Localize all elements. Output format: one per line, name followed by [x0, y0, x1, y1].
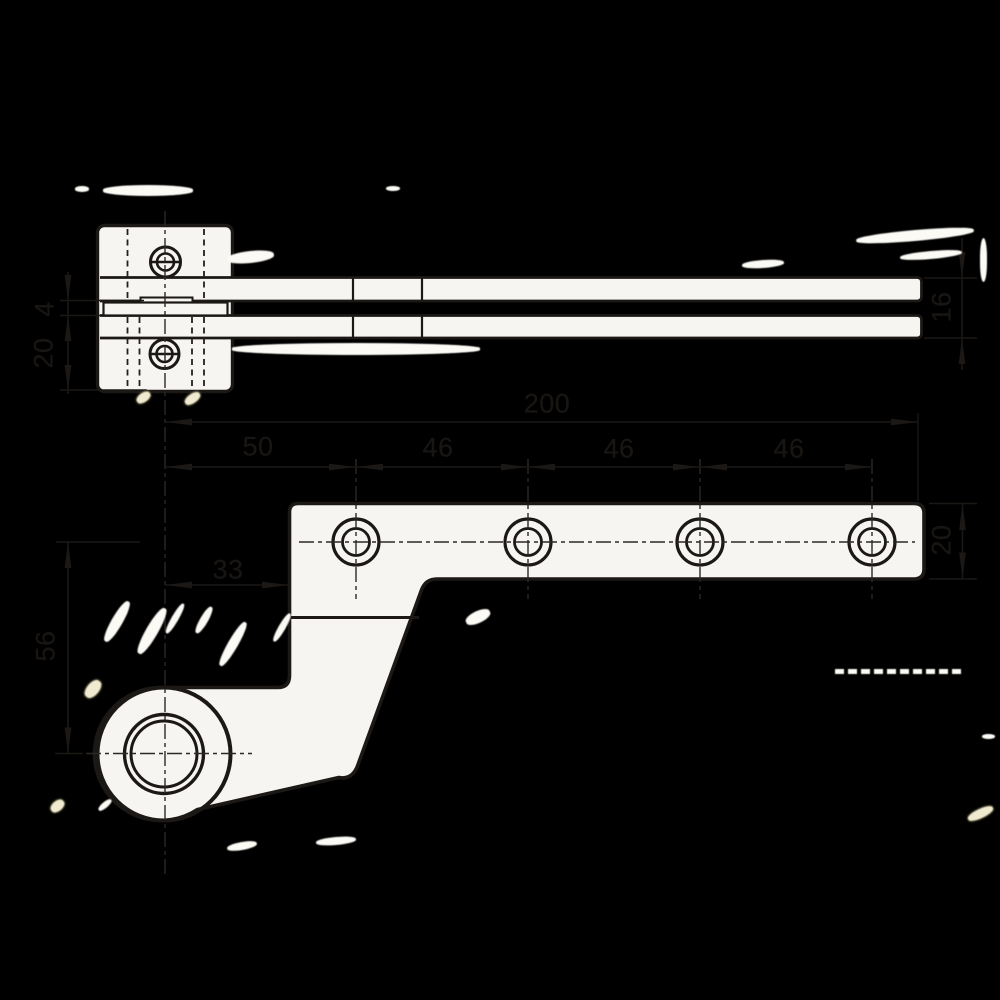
centerlines: [86, 211, 915, 876]
photo-artifact-streak: [232, 343, 480, 355]
dim-label-56: 56: [30, 630, 61, 662]
photo-artifact-streak: [835, 669, 963, 674]
upper-leaf-bar: [100, 276, 923, 303]
photo-artifact-streak: [982, 734, 995, 739]
hidden-slot-lines: [126, 229, 205, 388]
photo-artifact-streak: [386, 186, 400, 191]
dim-label-46-3: 46: [773, 433, 805, 464]
dim-label-20-block: 20: [28, 337, 59, 369]
dimension-lines: [55, 238, 977, 755]
photo-artifact-streak: [103, 185, 193, 196]
dim-label-50: 50: [242, 431, 274, 462]
dim-label-33: 33: [212, 554, 244, 585]
dim-label-46-2: 46: [603, 433, 635, 464]
dim-label-20-arm: 20: [926, 524, 957, 556]
dim-label-200: 200: [523, 388, 571, 419]
lower-leaf-bar: [100, 314, 923, 340]
leaf-edge-ticks: [351, 278, 424, 337]
dim-label-46-1: 46: [422, 432, 454, 463]
photo-artifact-streak: [75, 186, 89, 192]
top-view: [95, 223, 923, 394]
photo-artifact-streak: [980, 238, 987, 282]
dim-label-4: 4: [29, 301, 60, 317]
dim-label-16: 16: [926, 291, 957, 323]
